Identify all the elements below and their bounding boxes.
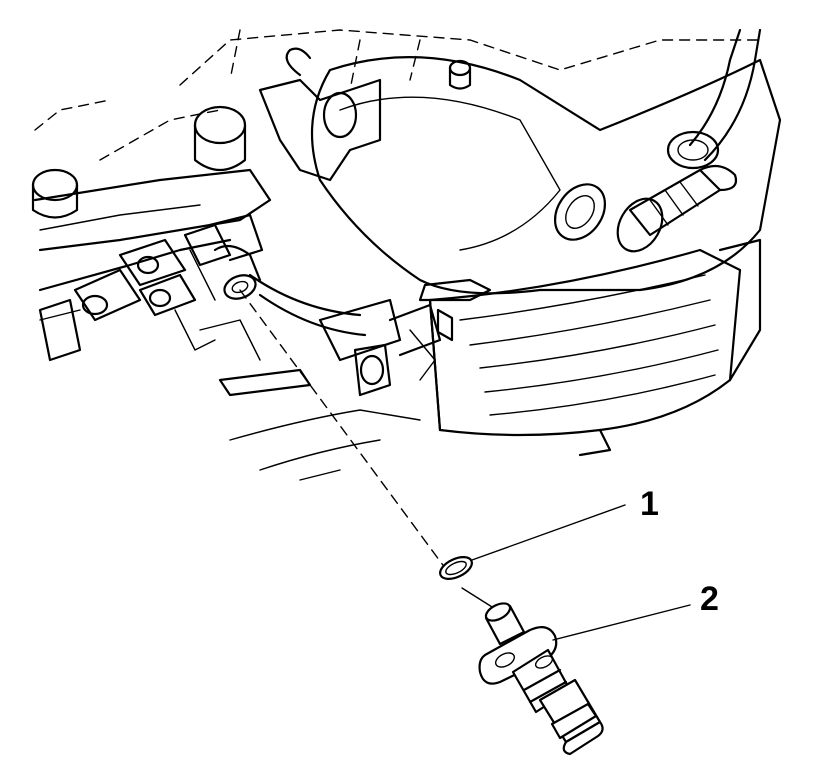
callout-1-leader	[471, 504, 626, 561]
engine-assembly-drawing	[31, 28, 782, 481]
sensor-part	[478, 602, 604, 756]
callout-2-label: 2	[700, 580, 719, 618]
callout-1-label: 1	[640, 485, 659, 523]
exploded-view-centerline	[239, 289, 449, 573]
callout-2-leader	[552, 604, 691, 641]
o-ring-seal-part	[439, 556, 473, 580]
